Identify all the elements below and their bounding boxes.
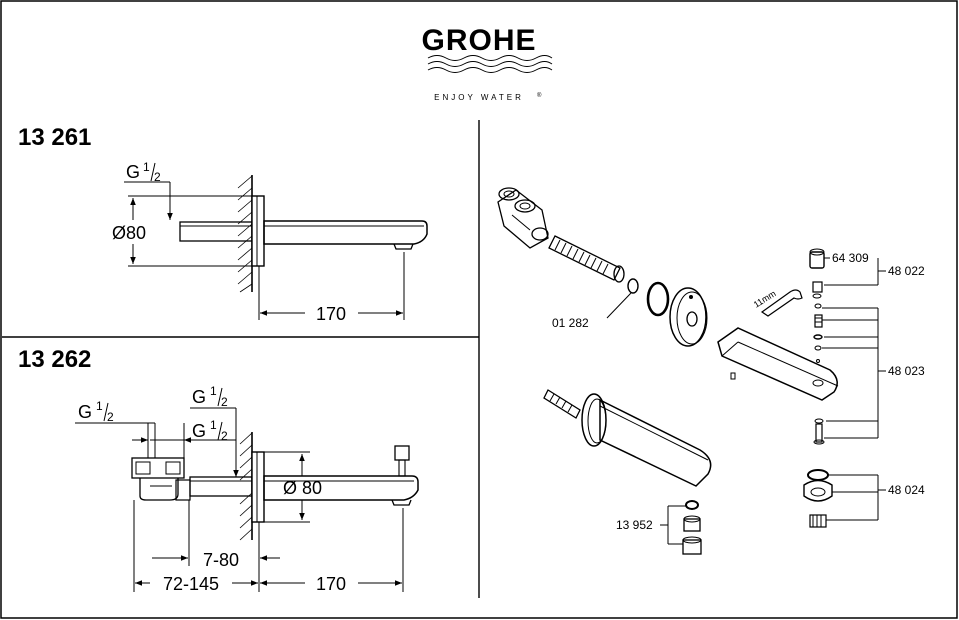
wall-hatch bbox=[237, 175, 253, 293]
exploded-parts-view: 01 282 11mm bbox=[497, 187, 925, 555]
product-a-length: 170 bbox=[316, 304, 346, 324]
tool-wrench-icon: 11mm bbox=[752, 288, 803, 317]
product-b-adjust-range: 7-80 bbox=[203, 550, 239, 570]
diverter-parts-stack bbox=[809, 248, 825, 445]
part-13952: 13 952 bbox=[616, 518, 653, 532]
fraction-slash bbox=[150, 162, 156, 182]
threaded-extension bbox=[548, 235, 625, 283]
spout-outlet bbox=[393, 243, 414, 250]
spout-part-upper bbox=[717, 327, 839, 401]
rosette bbox=[251, 451, 265, 523]
brand-tagline: ENJOY WATER bbox=[434, 93, 524, 102]
spout-body bbox=[263, 475, 419, 501]
spout-body bbox=[263, 220, 428, 245]
rosette-part bbox=[669, 287, 708, 347]
product-b-drawing: 13 262 G 1 2 G 1 2 G 1 2 bbox=[18, 346, 419, 594]
spout-part-lower bbox=[543, 389, 712, 487]
aerator-part bbox=[682, 500, 702, 555]
part-48023: 48 023 bbox=[888, 364, 925, 378]
product-b-thread-den-1: 2 bbox=[107, 410, 114, 424]
part-01282: 01 282 bbox=[552, 316, 589, 330]
concealed-body bbox=[131, 457, 191, 501]
product-b-thread-label-1: G bbox=[78, 402, 92, 422]
product-a-diameter: Ø80 bbox=[112, 223, 146, 243]
extension-pipe bbox=[189, 476, 253, 497]
product-b-thread-label-2: G bbox=[192, 387, 206, 407]
product-b-install-range: 72-145 bbox=[163, 574, 219, 594]
product-a-code: 13 261 bbox=[18, 124, 91, 151]
part-64309: 64 309 bbox=[832, 251, 869, 265]
o-ring-large bbox=[646, 281, 670, 317]
product-b-thread-label-3: G bbox=[192, 421, 206, 441]
product-a-thread-den: 2 bbox=[154, 170, 161, 184]
product-b-thread-num-2: 1 bbox=[210, 384, 217, 398]
product-b-thread-num-3: 1 bbox=[210, 418, 217, 432]
product-b-diameter: Ø 80 bbox=[283, 478, 322, 498]
diverter-knob bbox=[394, 445, 410, 477]
wave-icon bbox=[427, 67, 553, 73]
rosette bbox=[251, 195, 265, 267]
product-b-code: 13 262 bbox=[18, 346, 91, 373]
product-b-thread-den-3: 2 bbox=[221, 429, 228, 443]
product-a-thread-num: 1 bbox=[143, 160, 150, 174]
registered-mark: ® bbox=[537, 92, 542, 99]
product-a-drawing: 13 261 G 1 2 Ø80 bbox=[18, 124, 428, 324]
spout-outlet bbox=[391, 499, 412, 506]
part-48024: 48 024 bbox=[888, 483, 925, 497]
wave-icon bbox=[427, 55, 553, 61]
o-ring-small bbox=[627, 278, 639, 294]
brand-name: GROHE bbox=[421, 24, 536, 57]
part-48022: 48 022 bbox=[888, 264, 925, 278]
brand-logo: GROHE ENJOY WATER ® bbox=[421, 24, 553, 102]
inlet-pipe bbox=[179, 221, 253, 242]
product-b-thread-den-2: 2 bbox=[221, 395, 228, 409]
product-b-thread-num-1: 1 bbox=[96, 399, 103, 413]
product-b-length: 170 bbox=[316, 574, 346, 594]
tool-11mm-label: 11mm bbox=[752, 288, 778, 309]
wall-hatch bbox=[239, 432, 253, 541]
concealed-body-iso bbox=[497, 187, 549, 249]
product-a-thread-label: G bbox=[126, 162, 140, 182]
wave-icon bbox=[427, 61, 553, 67]
aerator-housing-part bbox=[803, 469, 833, 528]
